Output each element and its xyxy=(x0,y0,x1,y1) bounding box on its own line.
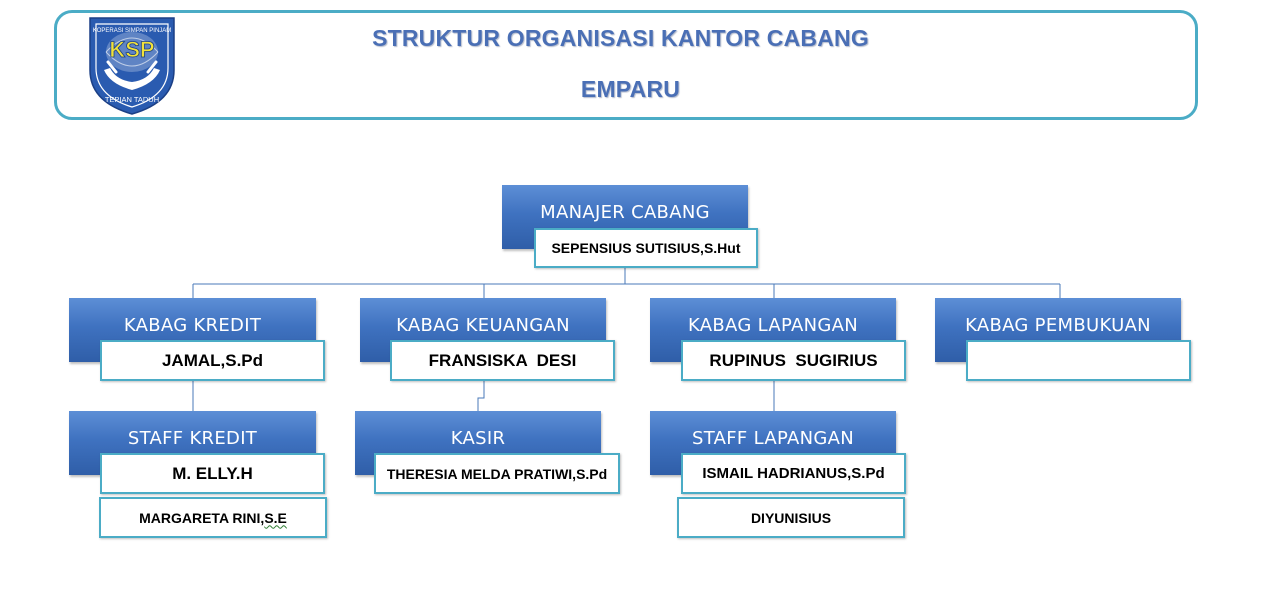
kabag-lapangan-name-box: RUPINUS SUGIRIUS xyxy=(681,340,906,381)
kasir-name-box: THERESIA MELDA PRATIWI,S.Pd xyxy=(374,453,620,494)
kabag-lapangan-role-label: KABAG LAPANGAN xyxy=(688,315,858,336)
kabag-kredit-name: JAMAL,S.Pd xyxy=(161,350,264,370)
page-subtitle: EMPARU xyxy=(580,76,681,102)
staff-kredit-name-2: MARGARETA RINI, xyxy=(139,509,265,526)
logo-bottom-text: TEPIAN TADUH xyxy=(105,95,159,104)
kabag-pembukuan-role-label: KABAG PEMBUKUAN xyxy=(965,315,1151,336)
page-title: STRUKTUR ORGANISASI KANTOR CABANG xyxy=(372,25,869,51)
staff-kredit-name-box-1: M. ELLY.H xyxy=(100,453,325,494)
kabag-keuangan-role-label: KABAG KEUANGAN xyxy=(396,315,570,336)
kabag-lapangan-name: RUPINUS SUGIRIUS xyxy=(709,350,878,370)
staff-kredit-name-2-suffix: S.E xyxy=(264,509,287,526)
kabag-kredit-role-label: KABAG KREDIT xyxy=(123,315,262,336)
kasir-name: THERESIA MELDA PRATIWI,S.Pd xyxy=(386,465,608,482)
ksp-logo-icon: KSP KOPERASI SIMPAN PINJAM TEPIAN TADUH xyxy=(89,17,175,115)
logo-top-text: KOPERASI SIMPAN PINJAM xyxy=(93,28,172,34)
connector-kasir xyxy=(477,380,485,411)
staff-kredit-role-label: STAFF KREDIT xyxy=(127,428,258,449)
staff-lapangan-name-box-2: DIYUNISIUS xyxy=(677,497,905,538)
manager-role-label: MANAJER CABANG xyxy=(540,202,710,223)
manager-name-box: SEPENSIUS SUTISIUS,S.Hut xyxy=(534,228,758,268)
staff-kredit-name-box-2: MARGARETA RINI,S.E xyxy=(99,497,327,538)
kabag-keuangan-name-box: FRANSISKA DESI xyxy=(390,340,615,381)
staff-lapangan-name-box-1: ISMAIL HADRIANUS,S.Pd xyxy=(681,453,906,494)
staff-lapangan-name-2: DIYUNISIUS xyxy=(750,509,832,526)
kasir-role-label: KASIR xyxy=(450,428,506,449)
staff-lapangan-name-1: ISMAIL HADRIANUS,S.Pd xyxy=(702,465,885,482)
staff-kredit-name-1: M. ELLY.H xyxy=(172,463,253,483)
kabag-keuangan-name: FRANSISKA DESI xyxy=(428,350,577,370)
manager-name: SEPENSIUS SUTISIUS,S.Hut xyxy=(551,240,741,256)
logo-center-text: KSP xyxy=(109,37,154,62)
staff-lapangan-role-label: STAFF LAPANGAN xyxy=(692,428,854,449)
header-frame xyxy=(54,10,1198,120)
kabag-pembukuan-name-box xyxy=(966,340,1191,381)
kabag-kredit-name-box: JAMAL,S.Pd xyxy=(100,340,325,381)
